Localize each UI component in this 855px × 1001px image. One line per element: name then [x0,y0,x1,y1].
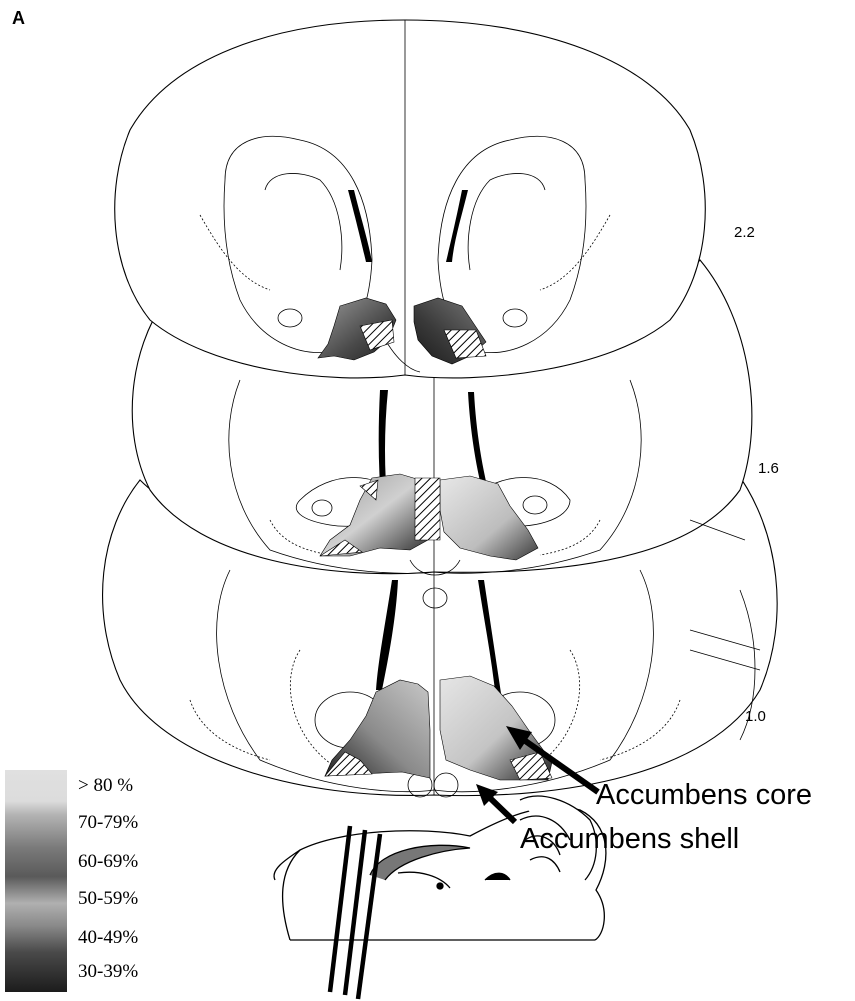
section-outline-2-2 [115,20,706,378]
section-level-label: 2.2 [734,224,755,241]
coronal-cut-lines [330,826,380,999]
legend-color-bar [5,770,67,992]
legend-label: 50-59% [78,888,138,910]
legend-label: 60-69% [78,851,138,873]
panel-label: A [12,8,25,29]
legend-label: > 80 % [78,775,133,797]
accumbens-shell-label: Accumbens shell [520,823,739,856]
section-level-label: 1.6 [758,460,779,477]
legend-label: 40-49% [78,927,138,949]
legend-label: 70-79% [78,812,138,834]
sagittal-brain-schematic [274,796,606,940]
legend-label: 30-39% [78,961,138,983]
accumbens-core-label: Accumbens core [596,779,812,812]
section-level-label: 1.0 [745,708,766,725]
